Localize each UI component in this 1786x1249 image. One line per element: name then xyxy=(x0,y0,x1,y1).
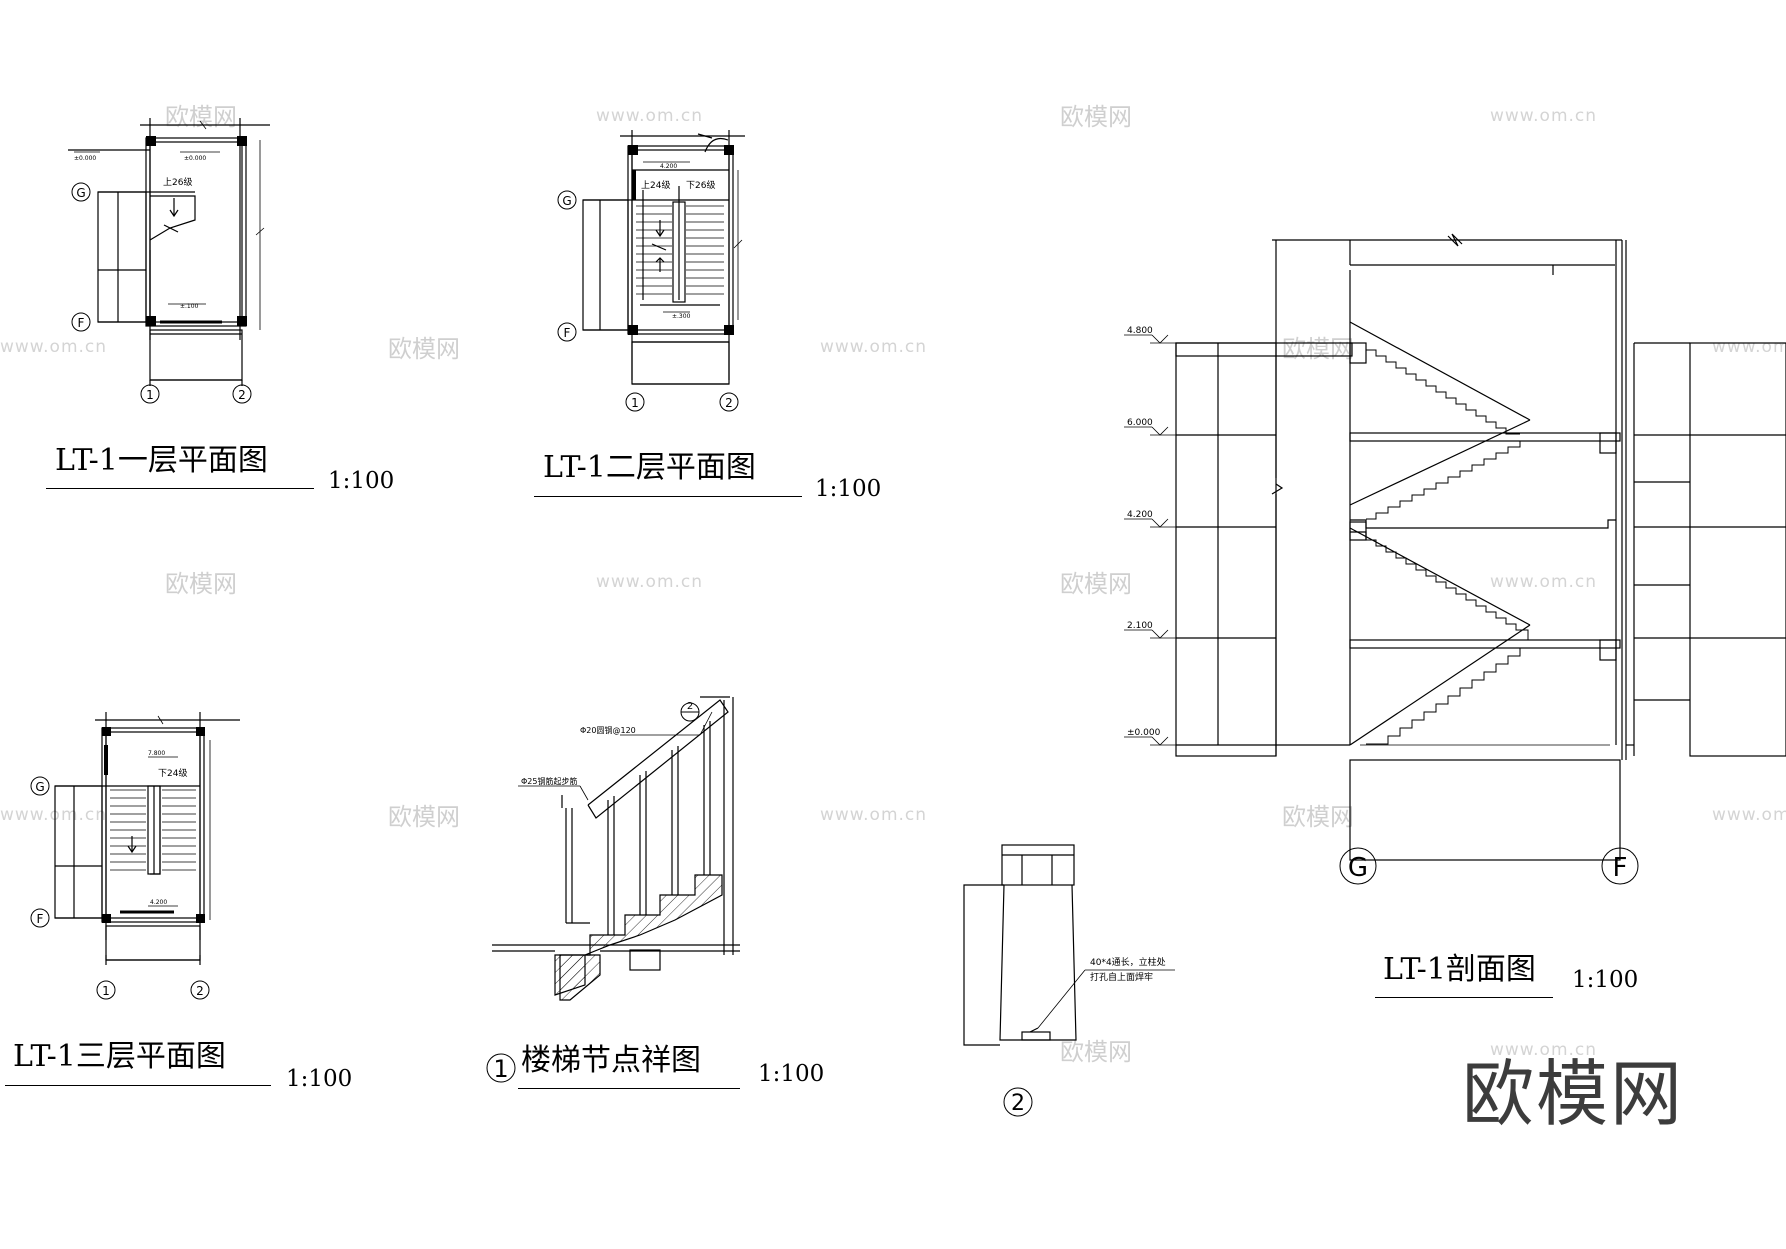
detail-number: 1 xyxy=(493,1055,508,1083)
drawing-title-section: LT-1剖面图 xyxy=(1383,952,1536,987)
watermark-text: 欧模网 xyxy=(388,335,460,363)
watermark-text: 欧模网 xyxy=(1060,1038,1132,1066)
plan-3 xyxy=(30,712,240,1000)
watermark-layer: 欧模网 欧模网 欧模网 欧模网 欧模网 欧模网 欧模网 欧模网 欧模网 www.… xyxy=(0,103,1786,1066)
grid-bubble-f: F xyxy=(1613,853,1628,883)
level-mark: 4.800 xyxy=(1127,326,1153,336)
detail-note: Φ20圆钢@120 xyxy=(580,725,636,735)
grid-bubble-1: 1 xyxy=(631,396,639,410)
title-underline xyxy=(1375,997,1553,998)
grid-bubble-1: 1 xyxy=(146,388,154,402)
drawing-scale-plan3: 1:100 xyxy=(286,1066,353,1092)
plan-2 xyxy=(557,130,745,412)
stair-down-label: 下24级 xyxy=(158,767,187,779)
drawing-scale-detail: 1:100 xyxy=(758,1061,825,1087)
grid-bubble-g: G xyxy=(562,194,571,208)
watermark-url: www.om.cn xyxy=(820,337,927,357)
detail-2 xyxy=(963,844,1175,1117)
watermark-url: www.om.cn xyxy=(1490,1040,1597,1060)
watermark-url: www.om.cn xyxy=(1490,106,1597,126)
stair-down-label: 下26级 xyxy=(686,179,715,191)
watermark-text: 欧模网 xyxy=(165,570,237,598)
section-labels: 4.800 6.000 4.200 2.100 ±0.000 G F xyxy=(1127,326,1627,883)
watermark-url: www.om.cn xyxy=(0,805,107,825)
watermark-text: 欧模网 xyxy=(1282,803,1354,831)
detail-2-labels: 40*4通长，立柱处 打孔自上面焊牢 2 xyxy=(1011,956,1166,1116)
grid-bubble-2: 2 xyxy=(238,388,246,402)
grid-bubble-g: G xyxy=(35,780,44,794)
detail-number: 2 xyxy=(1011,1091,1025,1116)
grid-bubble-1: 1 xyxy=(102,984,110,998)
watermark-url: www.om.cn xyxy=(1712,337,1786,357)
level-mark: ±.100 xyxy=(180,303,199,310)
level-mark: 2.100 xyxy=(1127,621,1153,631)
stair-up-label: 上24级 xyxy=(641,179,670,191)
watermark-url: www.om.cn xyxy=(1490,572,1597,592)
watermark-text: 欧模网 xyxy=(388,803,460,831)
drawing-title-detail: 楼梯节点祥图 xyxy=(521,1043,701,1078)
plan-2-labels: G F 1 2 上24级 下26级 4.200 ±.300 xyxy=(562,163,732,410)
stair-up-label: 上26级 xyxy=(163,176,192,188)
watermark-url: www.om.cn xyxy=(0,337,107,357)
plan-1-labels: G F 1 2 上26级 ±0.000 ±0.000 ±.100 xyxy=(74,155,246,402)
detail-note: 40*4通长，立柱处 xyxy=(1090,956,1166,968)
detail-note: 打孔自上面焊牢 xyxy=(1090,971,1153,983)
plan-3-labels: G F 1 2 下24级 7.800 4.200 xyxy=(35,750,203,998)
grid-bubble-2: 2 xyxy=(196,984,204,998)
level-mark: 6.000 xyxy=(1127,418,1153,428)
detail-note: Φ25钢筋起步筋 xyxy=(521,776,577,786)
brand-logo: 欧模网 xyxy=(1462,1052,1685,1136)
watermark-text: 欧模网 xyxy=(1282,335,1354,363)
level-mark: 7.800 xyxy=(148,750,165,757)
level-mark: 4.200 xyxy=(150,899,167,906)
level-mark: 4.200 xyxy=(1127,510,1153,520)
watermark-text: 欧模网 xyxy=(1060,570,1132,598)
title-underline xyxy=(518,1088,740,1089)
grid-bubble-f: F xyxy=(564,326,571,340)
plan-1 xyxy=(68,118,270,404)
grid-bubble-g: G xyxy=(76,186,85,200)
level-mark: ±0.000 xyxy=(1127,728,1161,738)
level-mark: ±0.000 xyxy=(74,155,96,162)
title-underline xyxy=(46,488,314,489)
title-underline xyxy=(534,496,802,497)
section xyxy=(1124,233,1786,885)
drawing-scale-section: 1:100 xyxy=(1572,967,1639,993)
callout-number: 2 xyxy=(687,701,693,712)
watermark-text: 欧模网 xyxy=(1060,103,1132,131)
watermark-url: www.om.cn xyxy=(820,805,927,825)
watermark-url: www.om.cn xyxy=(1712,805,1786,825)
level-mark: 4.200 xyxy=(660,163,677,170)
detail-1-labels: Φ20圆钢@120 Φ25钢筋起步筋 2 1 xyxy=(493,701,693,1083)
title-underline xyxy=(5,1085,271,1086)
drawing-scale-plan2: 1:100 xyxy=(815,476,882,502)
grid-bubble-f: F xyxy=(78,316,85,330)
drawing-title-plan1: LT-1一层平面图 xyxy=(55,443,268,478)
watermark-text: 欧模网 xyxy=(165,103,237,131)
watermark-url: www.om.cn xyxy=(596,572,703,592)
drawing-title-plan2: LT-1二层平面图 xyxy=(543,450,756,485)
level-mark: ±.300 xyxy=(672,313,691,320)
drawing-scale-plan1: 1:100 xyxy=(328,468,395,494)
detail-1 xyxy=(486,696,740,1083)
level-mark: ±0.000 xyxy=(184,155,206,162)
grid-bubble-g: G xyxy=(1348,853,1368,883)
watermark-url: www.om.cn xyxy=(596,106,703,126)
grid-bubble-f: F xyxy=(37,912,44,926)
grid-bubble-2: 2 xyxy=(725,396,733,410)
drawing-title-plan3: LT-1三层平面图 xyxy=(13,1039,226,1074)
